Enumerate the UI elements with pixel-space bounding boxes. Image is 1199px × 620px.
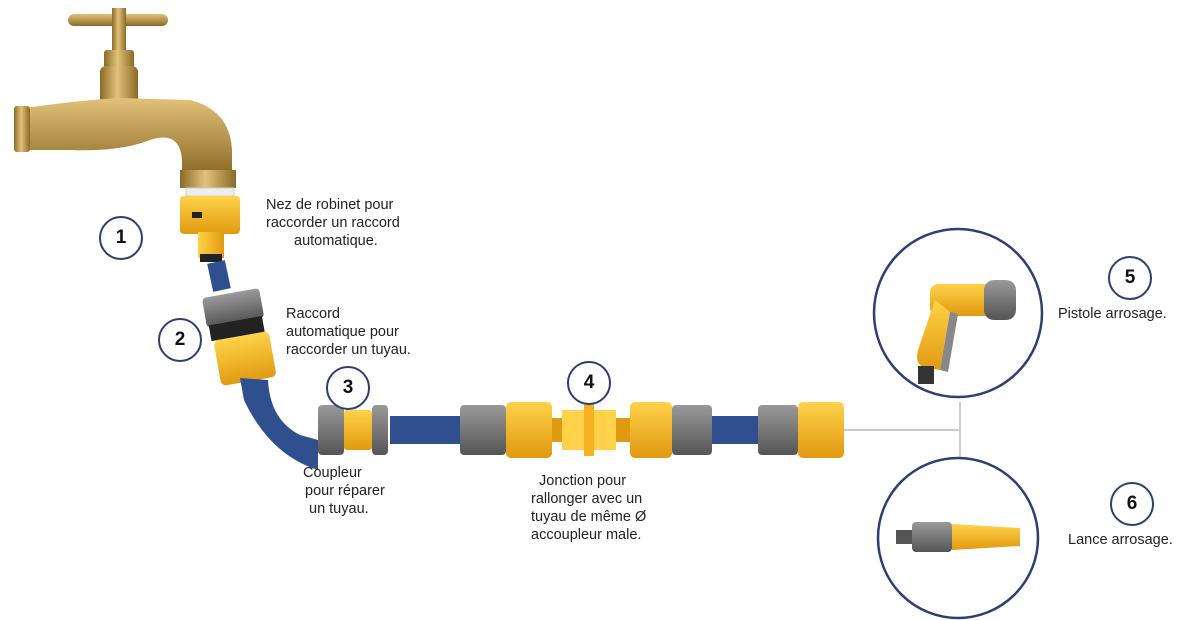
step-6-caption: Lance arrosage.: [1068, 532, 1173, 548]
step-1-description: Nez de robinet pour raccorder un raccord…: [266, 197, 400, 249]
step-badge-2: 2: [158, 318, 202, 362]
hose-segment: [390, 416, 460, 444]
step-badge-4: 4: [567, 361, 611, 405]
quick-connector: [202, 288, 276, 386]
hose-segment: [240, 378, 318, 470]
end-connector: [758, 402, 844, 458]
hose-junction: [460, 402, 712, 458]
step-3-description: Coupleur pour réparer un tuyau.: [303, 465, 385, 517]
step-badge-6: 6: [1110, 482, 1154, 526]
step-5-caption: Pistole arrosage.: [1058, 306, 1167, 322]
tap-nose-connector: [180, 196, 240, 262]
hose-segment: [712, 416, 758, 444]
hose-segment: [207, 260, 231, 292]
step-4-description: Jonction pour rallonger avec un tuyau de…: [531, 473, 647, 543]
step-badge-5: 5: [1108, 256, 1152, 300]
spray-nozzle-icon: [896, 522, 1020, 552]
spray-gun-icon: [917, 280, 1016, 384]
step-badge-3: 3: [326, 366, 370, 410]
branch-line: [844, 402, 961, 458]
step-2-description: Raccord automatique pour raccorder un tu…: [286, 306, 411, 358]
tap-icon: [14, 8, 236, 197]
hose-coupler: [318, 405, 388, 455]
step-badge-1: 1: [99, 216, 143, 260]
